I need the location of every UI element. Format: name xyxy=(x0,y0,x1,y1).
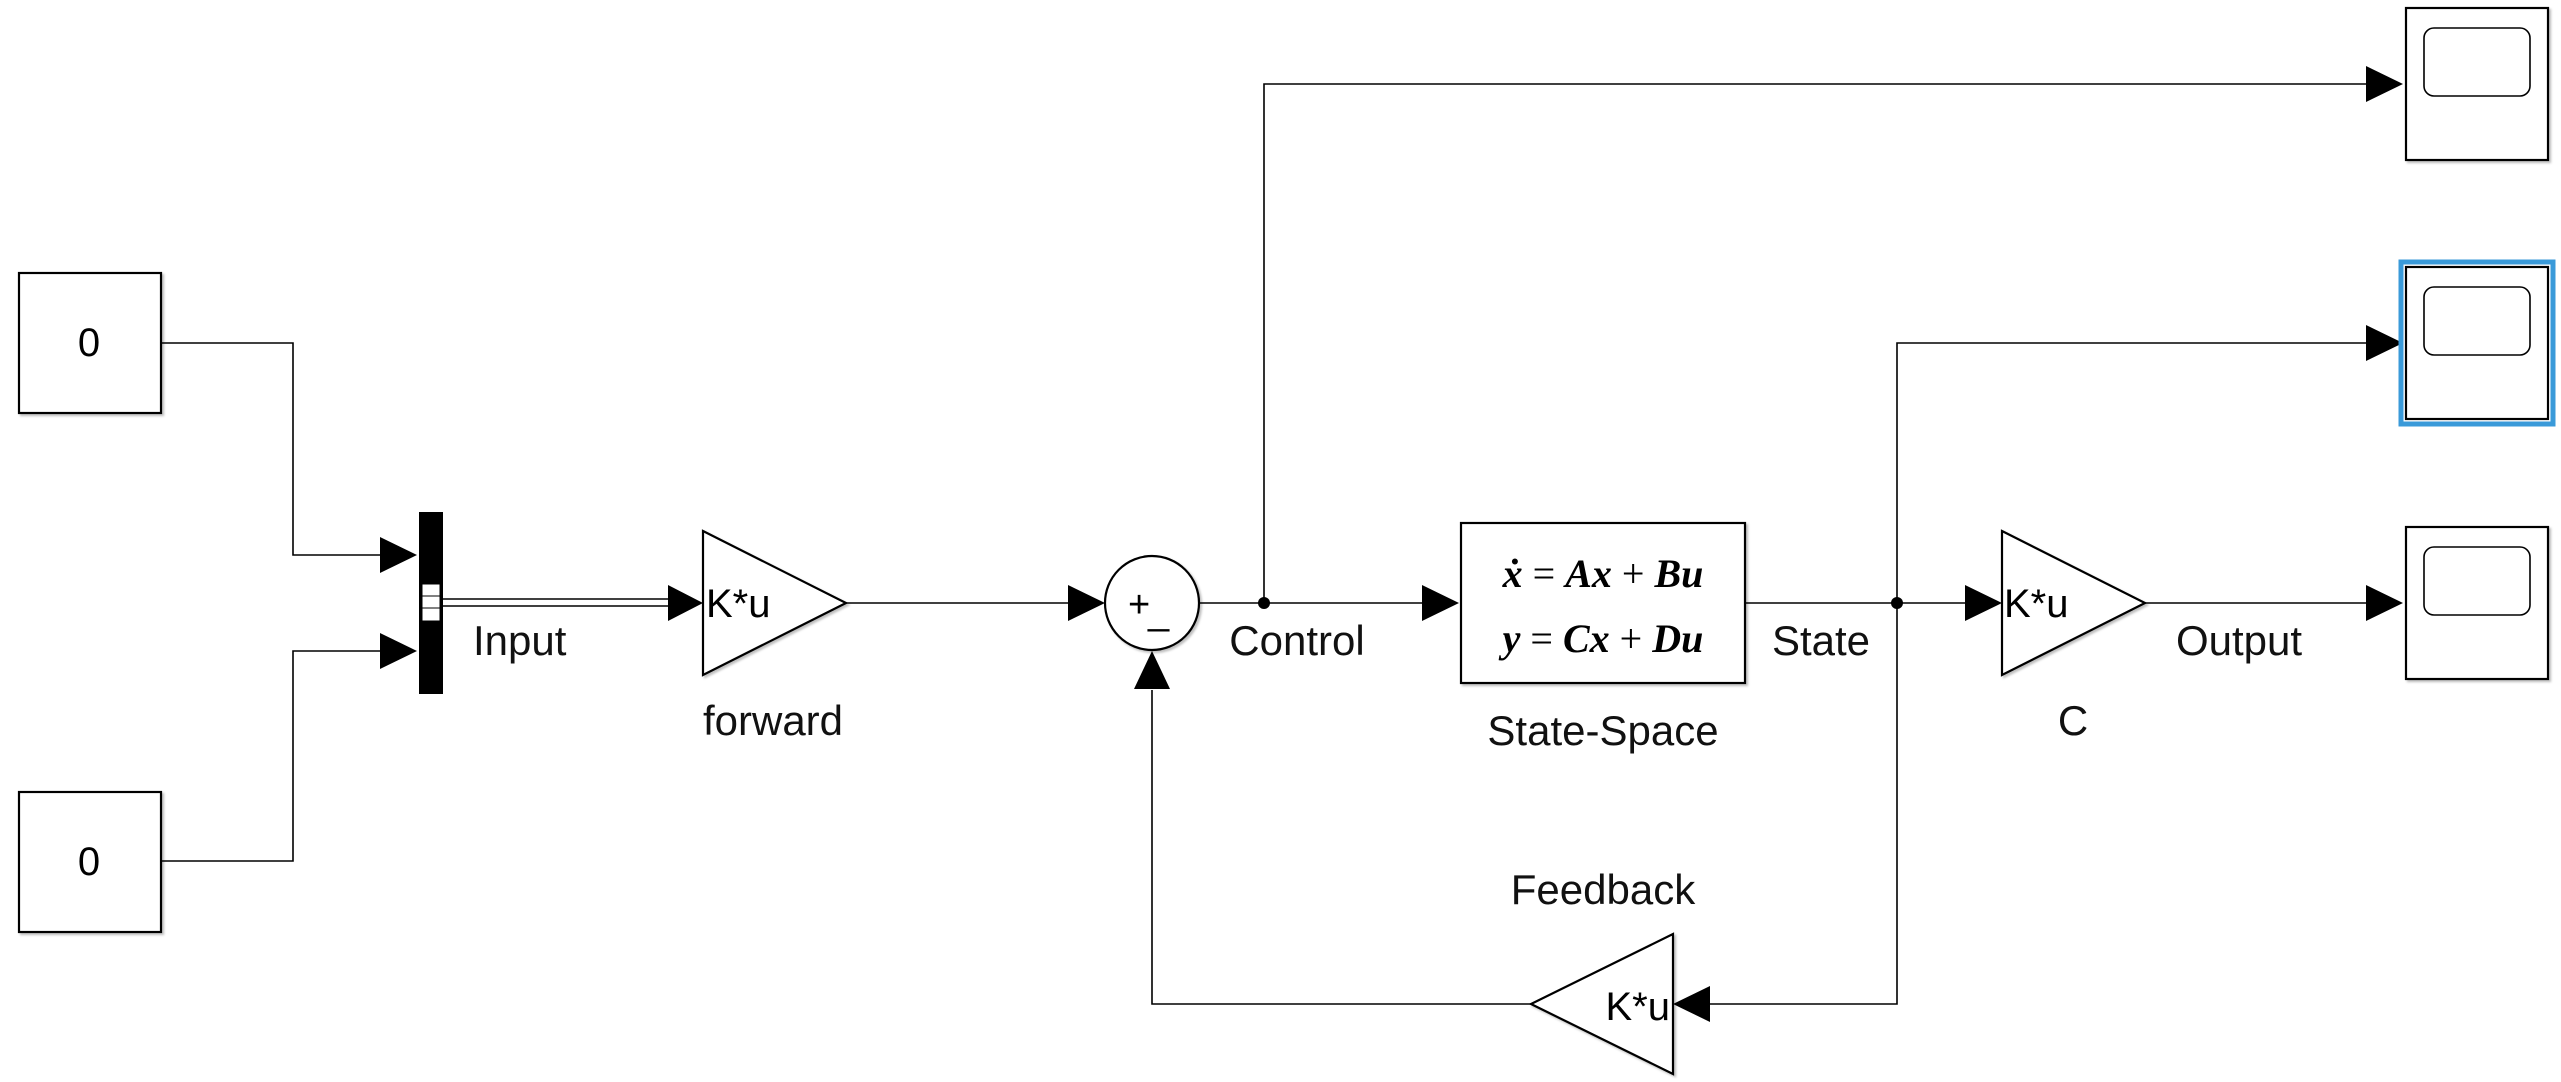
wire-const1-to-mux[interactable] xyxy=(161,342,385,556)
gain-c-expr: K*u xyxy=(2004,582,2069,626)
state-space-block[interactable]: ẋ = Ax + Bu y = Cx + Du xyxy=(1459,521,1747,685)
arrow-statespace-in xyxy=(1422,585,1459,621)
arrow-sum-feedback-in xyxy=(1134,651,1170,689)
wire-state-to-feedback[interactable] xyxy=(1710,603,1898,1005)
gain-block-feedback[interactable]: K*u xyxy=(1528,932,1675,1076)
gain-forward-expr: K*u xyxy=(706,582,771,626)
scope-screen-icon xyxy=(2423,546,2531,616)
arrow-mux-in2 xyxy=(380,633,417,669)
mux-block[interactable] xyxy=(419,512,443,694)
wire-const2-to-mux[interactable] xyxy=(161,650,385,862)
signal-label-state: State xyxy=(1772,617,1870,664)
scope-screen-icon xyxy=(2423,27,2531,97)
state-equation: ẋ = Ax + Bu xyxy=(1502,551,1704,596)
arrow-sum-in xyxy=(1068,585,1105,621)
block-name-feedback: Feedback xyxy=(1511,866,1696,913)
arrow-scope3-in xyxy=(2366,585,2403,621)
scope-screen-icon xyxy=(2423,286,2531,356)
block-name-c: C xyxy=(2058,697,2088,744)
signal-label-output: Output xyxy=(2176,617,2302,664)
sum-plus-sign: + xyxy=(1128,584,1150,626)
signal-label-control: Control xyxy=(1229,617,1364,664)
branch-point-state xyxy=(1891,597,1903,609)
arrow-scope1-in xyxy=(2366,66,2403,102)
constant-block-2[interactable]: 0 xyxy=(17,790,163,934)
constant-1-value: 0 xyxy=(78,321,100,365)
constant-2-value: 0 xyxy=(78,840,100,884)
signal-label-input: Input xyxy=(473,617,567,664)
arrow-mux-in1 xyxy=(380,537,417,573)
wire-control-to-scope1[interactable] xyxy=(1263,83,2367,603)
scope-block-state[interactable] xyxy=(2398,259,2556,427)
gain-feedback-expr: K*u xyxy=(1606,985,1671,1029)
arrow-c-in xyxy=(1965,585,2002,621)
scope-block-control[interactable] xyxy=(2404,6,2550,162)
sum-block[interactable]: + _ xyxy=(1103,554,1201,652)
wire-state-to-scope2[interactable] xyxy=(1896,342,2367,603)
constant-block-1[interactable]: 0 xyxy=(17,271,163,415)
arrow-feedback-in xyxy=(1673,986,1710,1022)
gain-block-c[interactable]: K*u xyxy=(2000,529,2148,677)
arrow-forward-in xyxy=(668,585,703,621)
sum-minus-sign: _ xyxy=(1147,591,1170,633)
block-name-state-space: State-Space xyxy=(1487,707,1718,754)
wire-feedback-to-sum[interactable] xyxy=(1151,690,1531,1005)
arrow-scope2-in xyxy=(2366,325,2403,361)
block-name-forward: forward xyxy=(703,697,843,744)
branch-point-control xyxy=(1258,597,1270,609)
gain-block-forward[interactable]: K*u xyxy=(701,529,849,677)
output-equation: y = Cx + Du xyxy=(1499,616,1704,661)
scope-block-output[interactable] xyxy=(2404,525,2550,681)
